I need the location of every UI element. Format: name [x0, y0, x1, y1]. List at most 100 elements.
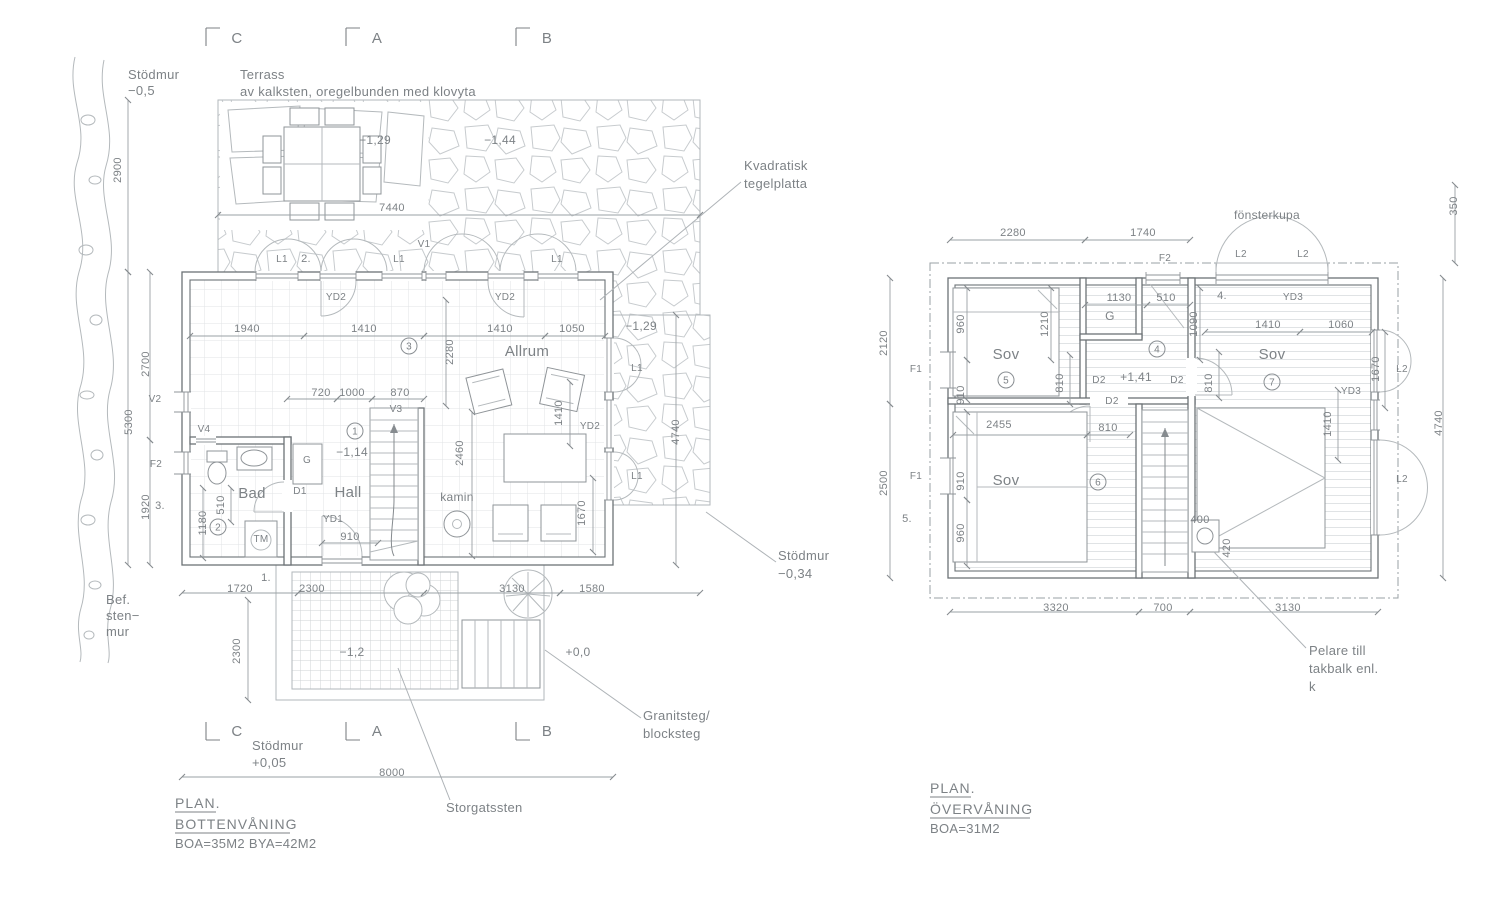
dimension-label: 810 — [1203, 373, 1215, 392]
dimension-label: 1940 — [234, 323, 260, 335]
position-marker: 3. — [155, 500, 165, 512]
dimension-label: 1000 — [339, 387, 365, 399]
component-tag: F1 — [910, 471, 922, 482]
dimension-lines-ground — [124, 96, 704, 781]
note-granitsteg: Granitsteg/ — [643, 708, 710, 723]
room-number-3: 3 — [400, 337, 418, 355]
dimension-label: 5300 — [123, 409, 135, 435]
leader-line-pelare — [1213, 551, 1307, 649]
position-marker: 2. — [301, 253, 311, 265]
stair-wall-upper — [1135, 403, 1143, 579]
dimension-label: 350 — [1448, 196, 1460, 215]
closet-g-ground — [292, 443, 323, 485]
coffee-table — [503, 433, 587, 483]
chair — [324, 202, 355, 221]
section-marker-b-top: B — [542, 30, 552, 47]
section-marker-glyphs — [205, 27, 530, 741]
dimension-label: 2500 — [878, 470, 890, 496]
level-marker: −1,2 — [340, 645, 365, 659]
component-tag: YD2 — [326, 292, 346, 303]
dimension-label: 700 — [1153, 602, 1172, 614]
bathroom-door-swing — [253, 481, 285, 513]
door-opening-d2-b — [1186, 358, 1197, 396]
dimension-label: 510 — [215, 495, 227, 514]
component-tag: L1 — [393, 254, 405, 265]
wall-sov5-landing — [1079, 277, 1087, 405]
dimension-label: 1180 — [197, 511, 209, 536]
living-room-furniture — [465, 366, 587, 542]
toilet — [206, 450, 228, 485]
dimension-label: 1410 — [487, 323, 513, 335]
note-kamin: kamin — [440, 490, 474, 504]
note-stodmur-nw: Stödmur — [128, 67, 180, 82]
component-tag: YD1 — [323, 514, 343, 525]
note-pelare-2: takbalk enl. — [1309, 661, 1378, 676]
hall-wall — [417, 407, 425, 566]
terrace-east-paving — [612, 314, 711, 506]
window-swing-arcs-north — [254, 233, 577, 273]
section-marker-c-top: C — [231, 30, 242, 47]
dimension-label: 1920 — [140, 494, 152, 520]
svg-text:3: 3 — [406, 342, 412, 353]
washing-machine — [244, 520, 278, 558]
room-label-sov-6: Sov — [993, 472, 1020, 489]
dimension-label: 2280 — [444, 339, 456, 365]
chair — [492, 504, 529, 542]
fireplace-kamin — [443, 510, 471, 538]
west-wall-openings — [174, 391, 191, 475]
dimension-label: 1670 — [576, 500, 588, 526]
stairs-ground — [369, 407, 419, 561]
svg-text:2: 2 — [215, 523, 221, 534]
wall-mid — [947, 397, 1196, 405]
dimension-label: 2300 — [299, 583, 325, 595]
dimension-label: 2280 — [1000, 227, 1026, 239]
room-number-5: 5 — [997, 371, 1015, 389]
dimension-label: 720 — [311, 387, 330, 399]
component-tag: V3 — [390, 404, 403, 415]
dimension-label: 1410 — [1255, 319, 1281, 331]
note-granitsteg-2: blocksteg — [643, 726, 701, 741]
dimension-label: 7440 — [379, 202, 405, 214]
room-label-hall: Hall — [334, 484, 361, 501]
dimension-label: 810 — [1098, 422, 1117, 434]
component-tag: V1 — [418, 239, 431, 250]
level-marker: −1,29 — [359, 133, 391, 147]
component-tag: L2 — [1297, 249, 1309, 260]
dimension-label: 2700 — [140, 351, 152, 377]
position-marker: 4. — [1217, 290, 1227, 302]
dimension-label: 1060 — [1328, 319, 1354, 331]
dimension-label: 510 — [1156, 292, 1175, 304]
door-opening-d2-a — [1090, 396, 1128, 406]
ground-plan-subtitle: BOTTENVÅNING — [175, 816, 297, 832]
dimension-label: 2900 — [112, 157, 124, 183]
component-tag: L1 — [276, 254, 288, 265]
component-tag: L2 — [1396, 474, 1408, 485]
east-wall-windows-upper — [1371, 329, 1428, 536]
component-tag: V2 — [149, 394, 162, 405]
room-label-sov-7: Sov — [1259, 346, 1286, 363]
dimension-label: 3130 — [1275, 602, 1301, 614]
chair — [362, 135, 382, 164]
dimension-label: 1410 — [553, 400, 565, 426]
terrace-door-swings — [320, 280, 525, 318]
component-tag: D2 — [1105, 396, 1119, 407]
dimension-label: 8000 — [379, 767, 405, 779]
ground-plan-title: PLAN. — [175, 795, 220, 811]
bed-sov5 — [952, 287, 1060, 397]
note-stodmur-e: Stödmur — [778, 548, 830, 563]
chair — [362, 166, 382, 195]
east-wall-openings — [604, 337, 642, 501]
level-marker: −1,14 — [336, 445, 368, 459]
dimension-label: 3320 — [1043, 602, 1069, 614]
chair — [289, 202, 320, 221]
note-fonsterkupa: fönsterkupa — [1234, 208, 1300, 222]
upper-plan-areas: BOA=31M2 — [930, 821, 1000, 836]
chair — [289, 107, 320, 126]
dimension-label: 400 — [1190, 514, 1209, 526]
upper-plan-title-block: PLAN. ÖVERVÅNING BOA=31M2 — [930, 780, 1032, 836]
west-wall-windows-upper — [940, 351, 956, 495]
north-wall-openings — [255, 271, 579, 281]
note-kvadratisk: Kvadratisk — [744, 158, 808, 173]
